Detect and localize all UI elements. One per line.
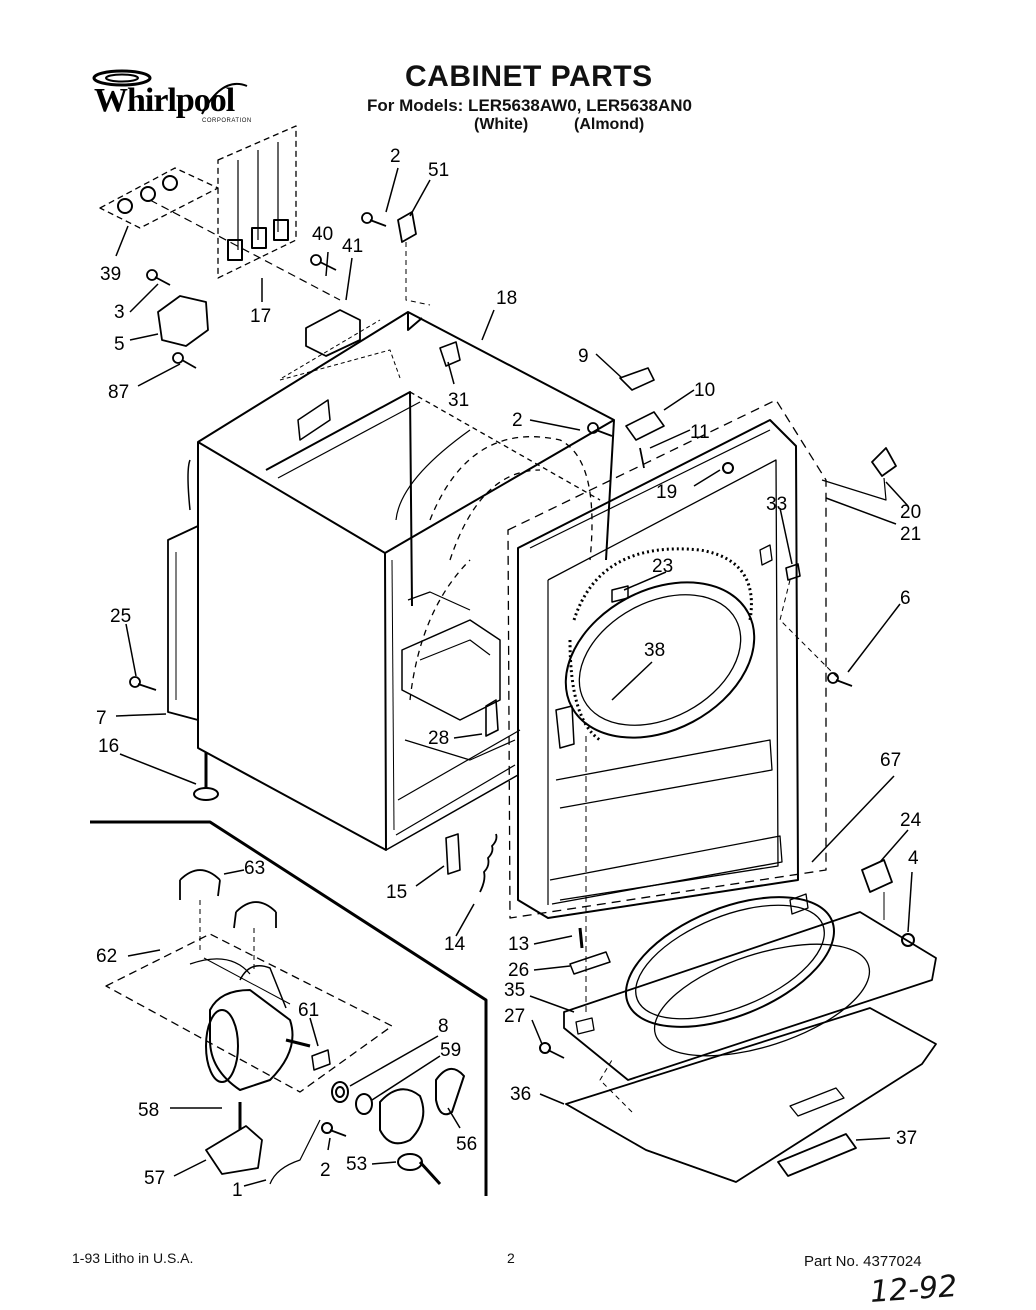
- print-info: 1-93 Litho in U.S.A.: [72, 1250, 194, 1266]
- base-seal: [625, 896, 835, 1028]
- callout: 40: [312, 224, 333, 245]
- callout: 28: [428, 728, 449, 749]
- callout: 33: [766, 494, 787, 515]
- callout: 17: [250, 306, 271, 327]
- callout: 57: [144, 1168, 165, 1189]
- callout: 21: [900, 524, 921, 545]
- callout: 11: [690, 422, 710, 443]
- page-number: 2: [507, 1250, 515, 1266]
- callout: 18: [496, 288, 517, 309]
- callout: 7: [96, 708, 107, 729]
- callout: 41: [342, 236, 363, 257]
- callout: 62: [96, 946, 117, 967]
- callout: 61: [298, 1000, 319, 1021]
- callout: 9: [578, 346, 589, 367]
- callout: 19: [656, 482, 677, 503]
- logo-corporation: CORPORATION: [202, 118, 252, 124]
- callout: 23: [652, 556, 673, 577]
- variant-white: (White): [474, 116, 529, 133]
- side-brace: [167, 525, 199, 721]
- handwritten-date: 12-92: [868, 1269, 959, 1310]
- callout: 37: [896, 1128, 917, 1149]
- callout: 63: [244, 858, 265, 879]
- callout: 87: [108, 382, 129, 403]
- callout: 13: [508, 934, 529, 955]
- callout-labels: 2 51 39 17 40 41 3 5 87 18 31 9 10 2 11 …: [96, 146, 922, 1201]
- callout: 36: [510, 1084, 531, 1105]
- cabinet-body: [187, 311, 615, 851]
- callout: 10: [694, 380, 715, 401]
- callout: 24: [900, 810, 922, 831]
- logo-wordmark: Whirlpool: [94, 82, 235, 119]
- callout: 8: [438, 1016, 449, 1037]
- callout: 35: [504, 980, 525, 1001]
- part-number: Part No. 4377024: [804, 1253, 922, 1270]
- motor-outline: [105, 933, 393, 1093]
- callout: 31: [448, 390, 469, 411]
- callout: 53: [346, 1154, 367, 1175]
- callout: 51: [428, 160, 449, 181]
- page-title: CABINET PARTS: [405, 60, 653, 93]
- callout: 26: [508, 960, 529, 981]
- callout: 5: [114, 334, 125, 355]
- variant-almond: (Almond): [574, 116, 645, 133]
- whirlpool-logo: Whirlpool CORPORATION: [82, 66, 252, 126]
- callout: 39: [100, 264, 121, 285]
- terminal-block-outline: [99, 167, 219, 229]
- callout: 2: [320, 1160, 331, 1181]
- callout: 3: [114, 302, 125, 323]
- callout: 14: [444, 934, 466, 955]
- callout: 2: [512, 410, 523, 431]
- logo-swoosh-icon: [92, 69, 248, 115]
- toe-drawer: [565, 1007, 937, 1183]
- models-line: For Models: LER5638AW0, LER5638AN0: [367, 96, 692, 115]
- callout: 38: [644, 640, 665, 661]
- callout: 27: [504, 1006, 525, 1027]
- callout: 59: [440, 1040, 461, 1061]
- callout: 6: [900, 588, 911, 609]
- callout: 67: [880, 750, 901, 771]
- callout: 2: [390, 146, 401, 167]
- callout: 25: [110, 606, 131, 627]
- callout: 58: [138, 1100, 159, 1121]
- callout: 56: [456, 1134, 477, 1155]
- callout: 4: [908, 848, 919, 869]
- callout: 16: [98, 736, 119, 757]
- callout: 1: [232, 1180, 243, 1201]
- callout: 15: [386, 882, 407, 903]
- motor: [189, 957, 311, 1091]
- callout: 20: [900, 502, 921, 523]
- base-panel: [563, 911, 937, 1081]
